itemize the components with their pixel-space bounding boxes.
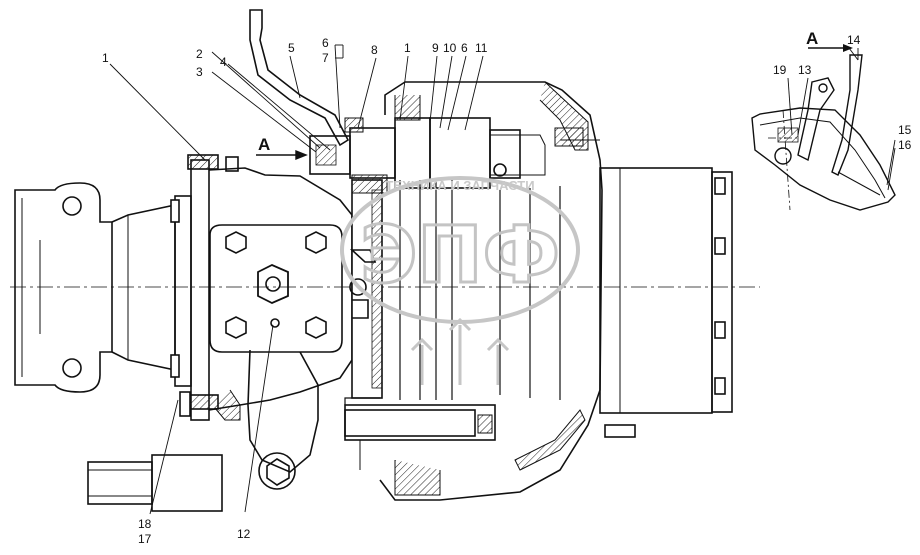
housing-left <box>208 167 353 411</box>
callout-19: 19 <box>773 63 787 77</box>
callout-2: 2 <box>196 47 203 61</box>
mounting-flange <box>170 154 239 421</box>
watermark: ТЕХНИКА И ЗАПЧАСТИ ЭПФ <box>340 176 580 385</box>
callout-3: 3 <box>196 65 203 79</box>
input-flange <box>14 182 113 393</box>
lower-pin <box>87 454 223 512</box>
callout-7: 7 <box>322 51 329 65</box>
callout-1-right: 1 <box>404 41 411 55</box>
lower-arm <box>247 349 319 473</box>
watermark-caption: ТЕХНИКА И ЗАПЧАСТИ <box>385 178 534 193</box>
callout-5: 5 <box>288 41 295 55</box>
callout-11: 11 <box>475 41 488 55</box>
callout-10: 10 <box>443 41 457 55</box>
inset-view-a <box>751 44 896 211</box>
callout-4: 4 <box>220 55 227 69</box>
labels: A A 1 2 3 4 5 6 7 8 1 9 10 6 11 12 17 18… <box>102 29 912 546</box>
callout-18: 18 <box>138 517 152 531</box>
callout-6-right: 6 <box>461 41 468 55</box>
right-cover <box>554 127 733 438</box>
leader-lines <box>109 44 484 515</box>
watermark-logo: ЭПФ <box>360 211 560 301</box>
callout-8: 8 <box>371 43 378 57</box>
callout-9: 9 <box>432 41 439 55</box>
wheat-emblem-icon <box>410 317 510 385</box>
callout-13: 13 <box>798 63 812 77</box>
input-cone <box>111 204 176 371</box>
callout-16: 16 <box>898 138 912 152</box>
view-label-main: A <box>258 135 270 154</box>
upper-plunger <box>309 117 546 194</box>
cover-plate <box>209 224 343 353</box>
callout-1-left: 1 <box>102 51 109 65</box>
shift-lever <box>249 9 350 147</box>
callout-15: 15 <box>898 123 912 137</box>
view-arrow-main <box>256 149 308 161</box>
view-label-inset: A <box>806 29 818 48</box>
callout-14: 14 <box>847 33 861 47</box>
callout-6-left: 6 <box>322 36 329 50</box>
callout-12: 12 <box>237 527 251 541</box>
callout-17: 17 <box>138 532 152 546</box>
